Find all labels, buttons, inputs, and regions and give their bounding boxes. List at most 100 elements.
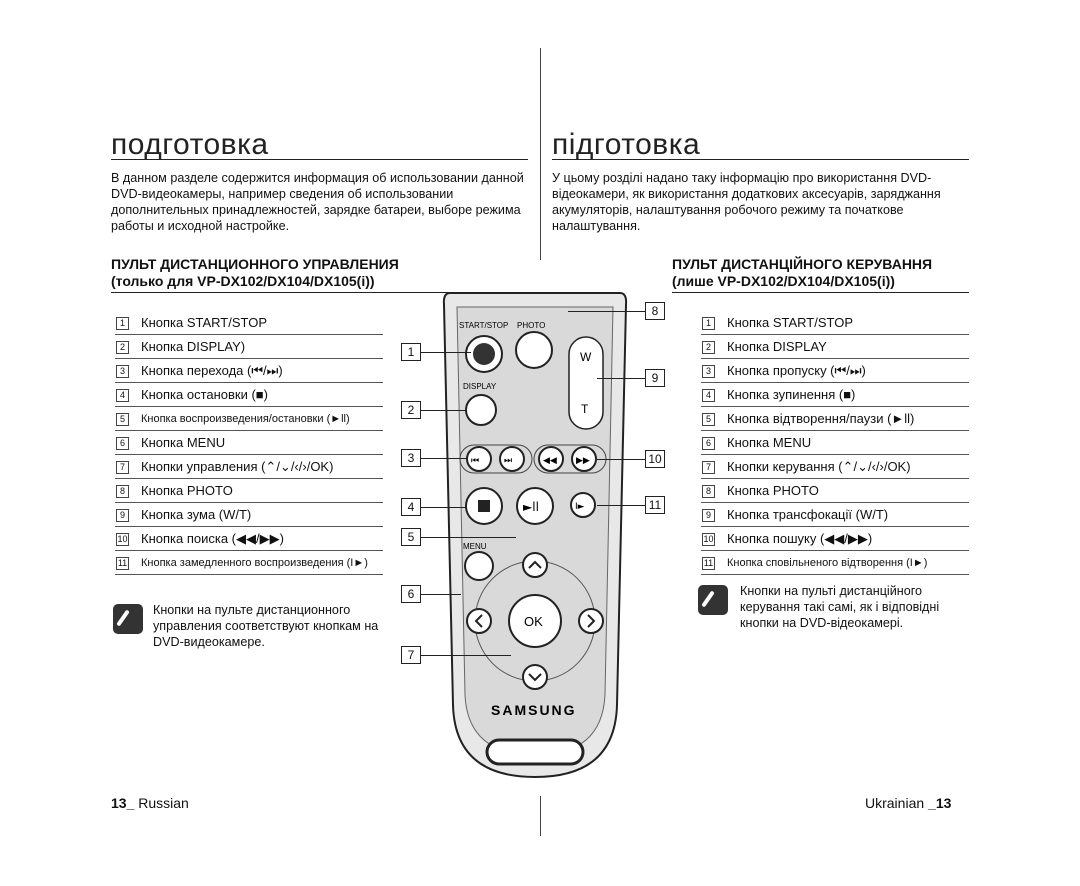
item-label: Кнопка сповільненого відтворення (I►) [727, 557, 928, 569]
item-label: Кнопка трансфокації (W/T) [727, 507, 889, 522]
footer-page-uk: _13 [928, 795, 952, 811]
item-number: 4 [702, 389, 715, 402]
zoom-t-label: T [581, 402, 589, 416]
footer-uk: Ukrainian _13 [865, 795, 951, 811]
section-rule-uk [672, 292, 969, 293]
title-rule-uk [552, 159, 969, 160]
item-label: Кнопка поиска (◀◀/▶▶) [141, 531, 284, 546]
dpad-down-button [522, 664, 548, 690]
item-label: Кнопка DISPLAY [727, 339, 827, 354]
callout-7: 7 [401, 646, 421, 664]
svg-text:I►: I► [575, 502, 585, 512]
slow-button [570, 492, 596, 518]
list-item: 4 Кнопка зупинення (■) [701, 383, 969, 407]
display-label: DISPLAY [463, 382, 497, 391]
note-ru: Кнопки на пульте дистанционного управлен… [153, 603, 379, 649]
item-label: Кнопка зума (W/T) [141, 507, 252, 522]
list-item: 11 Кнопка замедленного воспроизведения (I… [115, 551, 383, 575]
footer-page-ru: 13_ [111, 795, 135, 811]
section-subtitle-uk: (лише VP-DX102/DX104/DX105(i)) [672, 273, 895, 289]
item-number: 2 [116, 341, 129, 354]
item-label: Кнопка остановки (■) [141, 387, 268, 402]
list-item: 2 Кнопка DISPLAY) [115, 335, 383, 359]
item-number: 3 [116, 365, 129, 378]
intro-uk: У цьому розділі надано таку інформацію п… [552, 171, 941, 233]
item-label: Кнопка перехода (⏮/⏭) [141, 363, 283, 378]
item-number: 1 [116, 317, 129, 330]
footer-lang-ru: Russian [138, 795, 189, 811]
display-button [465, 394, 497, 426]
item-number: 7 [702, 461, 715, 474]
item-label: Кнопка START/STOP [141, 315, 268, 330]
section-subtitle-ru: (только для VP-DX102/DX104/DX105(i)) [111, 273, 375, 289]
item-label: Кнопка зупинення (■) [727, 387, 856, 402]
item-label: Кнопка відтворення/паузи (►ll) [727, 411, 915, 426]
intro-ru: В данном разделе содержится информация о… [111, 171, 524, 233]
item-number: 8 [702, 485, 715, 498]
item-label: Кнопки керування (⌃/⌄/‹/›/OK) [727, 459, 911, 474]
callout-8: 8 [645, 302, 665, 320]
list-item: 1 Кнопка START/STOP [701, 311, 969, 335]
play-pause-button [516, 487, 554, 525]
svg-text:◀◀: ◀◀ [543, 456, 557, 466]
item-label: Кнопка MENU [141, 435, 226, 450]
section-title-ru: ПУЛЬТ ДИСТАНЦИОННОГО УПРАВЛЕНИЯ [111, 256, 399, 272]
item-label: Кнопка START/STOP [727, 315, 854, 330]
item-number: 9 [116, 509, 129, 522]
remote-bottom-slot [485, 738, 585, 766]
list-item: 9 Кнопка зума (W/T) [115, 503, 383, 527]
item-number: 1 [702, 317, 715, 330]
item-number: 11 [116, 557, 129, 570]
dpad-right-button [578, 608, 604, 634]
item-number: 2 [702, 341, 715, 354]
search-forward-button [571, 446, 597, 472]
ok-button [508, 594, 562, 648]
callout-3: 3 [401, 449, 421, 467]
item-label: Кнопка замедленного воспроизведения (I►) [141, 557, 368, 569]
item-label: Кнопка PHOTO [141, 483, 233, 498]
section-heading-uk: ПУЛЬТ ДИСТАНЦІЙНОГО КЕРУВАННЯ (лише VP-D… [672, 256, 982, 290]
zoom-w-label: W [580, 350, 592, 364]
footer-lang-uk: Ukrainian [865, 795, 925, 811]
item-number: 5 [116, 413, 129, 426]
item-number: 5 [702, 413, 715, 426]
ok-label: OK [524, 614, 543, 629]
title-rule-ru [111, 159, 528, 160]
item-label: Кнопка MENU [727, 435, 812, 450]
note-icon [698, 585, 728, 615]
item-label: Кнопка воспроизведения/остановки (►ll) [141, 413, 350, 425]
item-number: 7 [116, 461, 129, 474]
menu-label: MENU [463, 542, 487, 551]
photo-button [515, 331, 553, 369]
item-number: 8 [116, 485, 129, 498]
section-title-uk: ПУЛЬТ ДИСТАНЦІЙНОГО КЕРУВАННЯ [672, 256, 933, 272]
center-divider-top [540, 48, 541, 260]
page-title-uk: підготовка [552, 128, 701, 161]
list-item: 8 Кнопка PHOTO [701, 479, 969, 503]
svg-text:⏮: ⏮ [471, 456, 479, 466]
zoom-rocker [568, 336, 604, 430]
item-number: 3 [702, 365, 715, 378]
menu-button [464, 551, 494, 581]
skip-forward-button [499, 446, 525, 472]
item-number: 9 [702, 509, 715, 522]
note-uk: Кнопки на пульті дистанційного керування… [740, 584, 940, 630]
photo-label: PHOTO [517, 321, 545, 330]
list-item: 5 Кнопка воспроизведения/остановки (►ll) [115, 407, 383, 431]
item-label: Кнопка DISPLAY) [141, 339, 246, 354]
dpad-left-button [466, 608, 492, 634]
list-item: 2 Кнопка DISPLAY [701, 335, 969, 359]
item-label: Кнопка PHOTO [727, 483, 819, 498]
list-item: 7 Кнопки керування (⌃/⌄/‹/›/OK) [701, 455, 969, 479]
list-item: 3 Кнопка перехода (⏮/⏭) [115, 359, 383, 383]
search-back-button [538, 446, 564, 472]
center-divider-bottom [540, 796, 541, 836]
note-icon [113, 604, 143, 634]
callout-6: 6 [401, 585, 421, 603]
callout-2: 2 [401, 401, 421, 419]
